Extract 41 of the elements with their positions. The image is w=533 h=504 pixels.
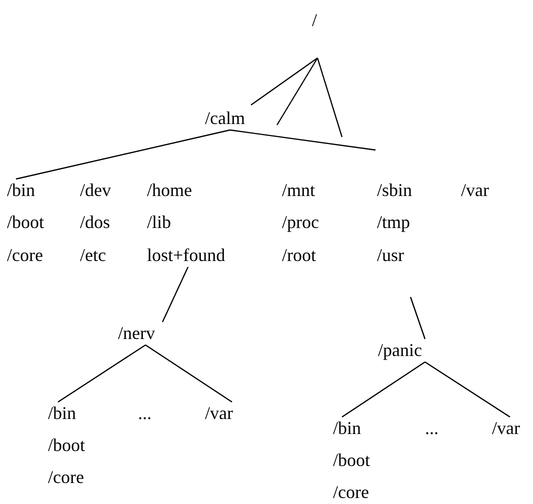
directory-label: /mnt <box>282 179 316 201</box>
directory-label: /core <box>7 244 43 266</box>
directory-label: /boot <box>7 211 44 233</box>
directory-label: /boot <box>48 434 86 456</box>
tree-line <box>16 129 230 180</box>
tree-line <box>424 362 510 418</box>
directory-label: ... <box>425 417 438 439</box>
tree-line <box>162 266 189 322</box>
tree-line <box>58 344 146 402</box>
directory-label: lost+found <box>147 244 226 266</box>
directory-label: /etc <box>80 244 106 266</box>
directory-label: /var <box>492 417 520 439</box>
directory-label: /boot <box>333 449 370 471</box>
tree-line <box>276 58 318 126</box>
directory-label: /nerv <box>118 322 155 344</box>
directory-label: / <box>312 9 318 31</box>
directory-label: /root <box>282 244 316 266</box>
tree-line <box>145 344 232 402</box>
directory-label: /calm <box>205 107 245 129</box>
directory-label: /var <box>461 179 489 201</box>
directory-label: /bin <box>333 417 362 439</box>
tree-line <box>250 58 318 106</box>
tree-line <box>342 362 426 418</box>
directory-label: /var <box>205 402 233 424</box>
directory-label: /bin <box>7 179 36 201</box>
directory-label: /tmp <box>377 211 410 233</box>
tree-line <box>410 296 426 340</box>
directory-label: /usr <box>377 244 404 266</box>
tree-line <box>230 129 376 151</box>
directory-label: /home <box>147 179 192 201</box>
directory-label: /dos <box>80 211 110 233</box>
directory-label: ... <box>138 402 152 424</box>
directory-label: /proc <box>282 211 319 233</box>
directory-label: /core <box>48 466 84 488</box>
directory-label: /bin <box>48 402 76 424</box>
directory-label: /panic <box>378 339 422 361</box>
tree-line <box>316 58 343 138</box>
directory-label: /core <box>333 481 369 503</box>
directory-label: /dev <box>80 179 111 201</box>
directory-label: /sbin <box>377 179 412 201</box>
directory-label: /lib <box>147 211 172 233</box>
